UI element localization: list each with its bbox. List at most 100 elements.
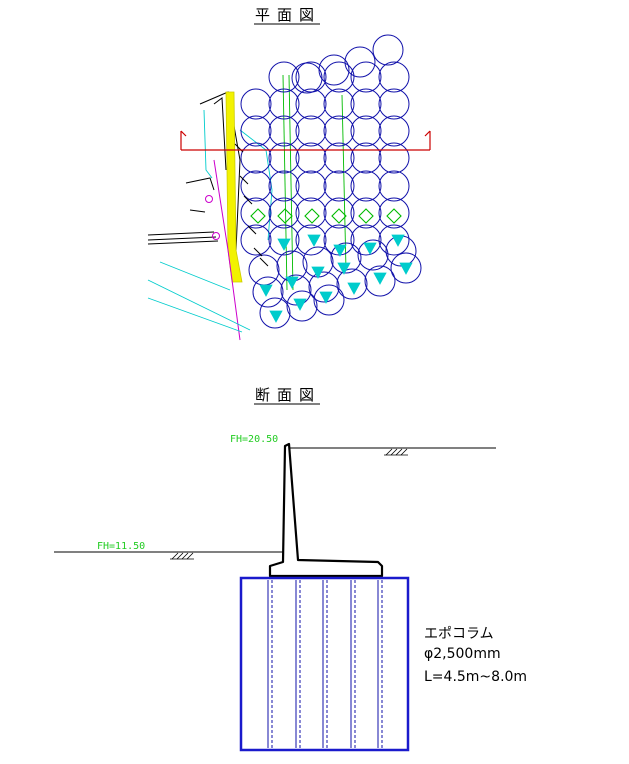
green-diamond-markers xyxy=(250,208,402,224)
triangle-marker xyxy=(347,282,361,295)
triangle-marker xyxy=(259,284,273,297)
triangle-marker xyxy=(337,262,351,275)
pile-circle xyxy=(323,115,355,147)
tick-mark xyxy=(234,143,244,153)
pile-circle xyxy=(308,271,340,303)
pile-circle xyxy=(378,115,410,147)
pile-circle xyxy=(259,297,291,329)
pile-circle xyxy=(295,88,327,120)
pile-circle-grid xyxy=(234,34,422,329)
column-lines xyxy=(267,580,383,748)
plan-view-title: 平面図 xyxy=(255,6,321,24)
triangle-marker xyxy=(311,266,325,279)
pile-circle xyxy=(344,46,376,78)
plan-view: 平面図 xyxy=(147,6,431,341)
green-lines xyxy=(282,74,347,291)
triangle-marker xyxy=(333,244,347,257)
pile-circle xyxy=(252,276,284,308)
pile-circle xyxy=(323,170,355,202)
pile-circle xyxy=(330,242,362,274)
pile-circle xyxy=(291,62,323,94)
pile-circle xyxy=(390,252,422,284)
magenta-marker-2 xyxy=(212,232,220,240)
pile-circle xyxy=(268,197,300,229)
triangle-marker xyxy=(293,298,307,311)
fh-top-label: FH=20.50 xyxy=(230,434,278,445)
pile-circle xyxy=(268,170,300,202)
diamond-marker xyxy=(331,208,347,224)
section-view-title: 断面図 xyxy=(255,386,321,404)
pile-circle xyxy=(350,197,382,229)
pile-circle xyxy=(268,224,300,256)
pile-circle xyxy=(323,197,355,229)
ground-hatch-upper xyxy=(384,448,408,456)
section-view: 断面図 FH=20.50 FH=11.50 エポコラム φ2,500mm xyxy=(54,386,527,752)
pile-circle xyxy=(378,197,410,229)
ground-improvement-block xyxy=(239,576,410,752)
cyan-lines xyxy=(147,109,273,333)
pile-circle xyxy=(313,284,345,316)
retaining-wall xyxy=(268,442,384,578)
magenta-boundary xyxy=(213,159,241,341)
note-line-1: エポコラム xyxy=(424,626,494,642)
ground-hatch-lower xyxy=(170,552,194,560)
triangle-marker xyxy=(285,276,299,289)
fh-bottom-label: FH=11.50 xyxy=(97,541,145,552)
pile-circle xyxy=(240,115,272,147)
note-line-3: L=4.5m~8.0m xyxy=(424,669,527,685)
pile-circle xyxy=(268,142,300,174)
triangle-marker xyxy=(277,238,291,251)
pile-circle xyxy=(240,88,272,120)
pile-circle xyxy=(364,265,396,297)
pile-circle xyxy=(378,142,410,174)
pile-circle xyxy=(295,197,327,229)
section-line xyxy=(180,130,431,151)
pile-circle xyxy=(378,88,410,120)
tick-mark xyxy=(247,225,257,235)
note-line-2: φ2,500mm xyxy=(424,646,501,662)
pile-circle xyxy=(350,88,382,120)
pile-circle xyxy=(372,34,404,66)
pile-circle xyxy=(318,54,350,86)
pile-circle xyxy=(248,254,280,286)
pile-circle xyxy=(336,268,368,300)
pile-circle xyxy=(280,274,312,306)
pile-circle xyxy=(350,142,382,174)
pile-circle xyxy=(378,61,410,93)
diamond-marker xyxy=(277,208,293,224)
triangle-marker xyxy=(307,234,321,247)
triangle-marker xyxy=(269,310,283,323)
diamond-marker xyxy=(250,208,266,224)
pile-circle xyxy=(323,142,355,174)
pile-circle xyxy=(268,115,300,147)
triangle-marker xyxy=(373,272,387,285)
magenta-marker-1 xyxy=(205,195,213,203)
cyan-triangle-markers xyxy=(259,234,413,323)
tick-mark xyxy=(259,257,269,267)
pile-circle xyxy=(350,224,382,256)
tick-mark xyxy=(239,175,249,185)
pile-circle xyxy=(295,142,327,174)
pile-circle xyxy=(350,61,382,93)
pile-circle xyxy=(240,170,272,202)
pile-circle xyxy=(286,290,318,322)
pile-circle xyxy=(378,224,410,256)
pile-circle xyxy=(240,197,272,229)
pile-circle xyxy=(323,61,355,93)
diamond-marker xyxy=(358,208,374,224)
triangle-marker xyxy=(363,242,377,255)
tick-mark xyxy=(243,195,253,205)
pile-circle xyxy=(350,170,382,202)
triangle-marker xyxy=(399,262,413,275)
pile-circle xyxy=(268,61,300,93)
pile-circle xyxy=(357,239,389,271)
triangle-marker xyxy=(319,291,333,304)
pile-circle xyxy=(295,224,327,256)
tick-mark xyxy=(253,247,263,257)
diamond-marker xyxy=(386,208,402,224)
pile-circle xyxy=(350,115,382,147)
pile-circle xyxy=(240,142,272,174)
pile-circle xyxy=(240,224,272,256)
pile-circle xyxy=(378,170,410,202)
diamond-marker xyxy=(304,208,320,224)
